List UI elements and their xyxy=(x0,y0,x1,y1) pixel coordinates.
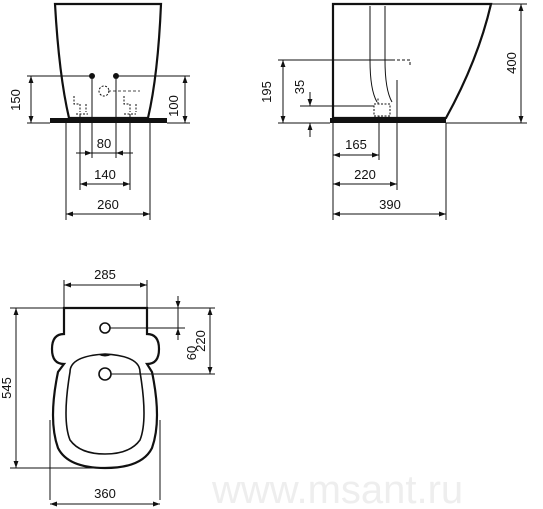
dim-label-260: 260 xyxy=(97,197,119,212)
front-fitting-right xyxy=(123,96,137,115)
side-view xyxy=(278,2,527,220)
side-fitting xyxy=(373,103,391,117)
dim-label-100: 100 xyxy=(166,95,181,117)
dim-label-35: 35 xyxy=(292,80,307,94)
dim-label-545: 545 xyxy=(0,377,14,399)
side-floor-base xyxy=(330,118,446,123)
top-bidet-outline xyxy=(50,306,161,470)
watermark: www.msant.ru xyxy=(211,468,463,509)
dim-label-140: 140 xyxy=(94,167,116,182)
dim-label-165: 165 xyxy=(345,137,367,152)
front-fitting-left xyxy=(73,96,88,115)
side-bidet-body xyxy=(331,2,493,120)
top-view xyxy=(10,280,215,507)
dim-label-80: 80 xyxy=(97,136,111,151)
top-overflow-icon xyxy=(99,353,111,357)
front-floor-base xyxy=(50,118,167,123)
front-view xyxy=(27,2,190,220)
dim-label-60: 60 xyxy=(184,346,199,360)
dim-label-220: 220 xyxy=(193,330,208,352)
dim-label-390: 390 xyxy=(379,197,401,212)
front-bidet-body xyxy=(53,2,163,120)
dim-label-400: 400 xyxy=(504,52,519,74)
dim-label-195: 195 xyxy=(259,81,274,103)
dim-label-285: 285 xyxy=(94,267,116,282)
dim-label-360: 360 xyxy=(94,486,116,501)
dim-label-150: 150 xyxy=(8,89,23,111)
dim-label-220: 220 xyxy=(354,167,376,182)
